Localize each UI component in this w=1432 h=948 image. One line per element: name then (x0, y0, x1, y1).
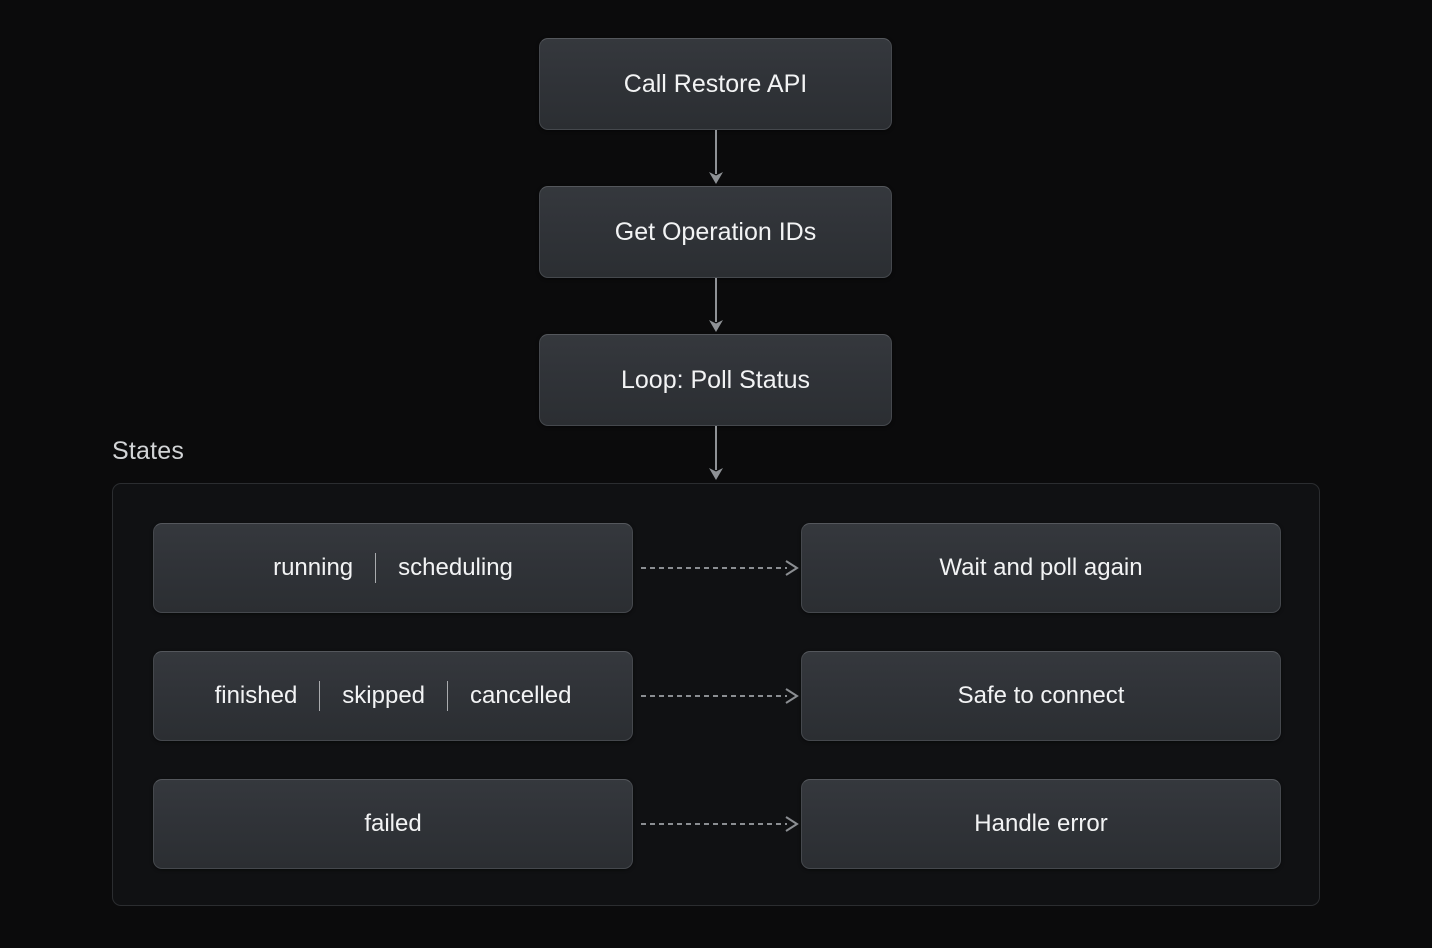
action-box-label: Handle error (974, 810, 1108, 837)
action-box-wait-and-poll-again[interactable]: Wait and poll again (801, 523, 1281, 613)
states-section-title: States (112, 437, 185, 465)
state-token: skipped (342, 682, 426, 709)
dashed-arrow-right-icon (641, 685, 801, 707)
state-separator-icon (319, 681, 321, 711)
state-token: cancelled (470, 682, 572, 709)
action-box-label: Wait and poll again (939, 554, 1143, 581)
state-row: finished skipped cancelled Safe to conne… (113, 651, 1319, 741)
action-box-handle-error[interactable]: Handle error (801, 779, 1281, 869)
flow-node-call-restore-api[interactable]: Call Restore API (539, 38, 892, 130)
flow-node-label: Loop: Poll Status (620, 365, 810, 394)
flow-node-get-operation-ids[interactable]: Get Operation IDs (539, 186, 892, 278)
flow-node-loop-poll-status[interactable]: Loop: Poll Status (539, 334, 892, 426)
state-token: failed (364, 810, 422, 837)
state-separator-icon (447, 681, 449, 711)
flow-node-label: Get Operation IDs (614, 217, 817, 246)
state-row: running scheduling Wait and poll again (113, 523, 1319, 613)
state-separator-icon (375, 553, 377, 583)
action-box-label: Safe to connect (957, 682, 1125, 709)
flow-node-label: Call Restore API (623, 69, 808, 98)
down-arrow-icon (697, 130, 735, 188)
state-token: scheduling (398, 554, 513, 581)
action-box-safe-to-connect[interactable]: Safe to connect (801, 651, 1281, 741)
state-row: failed Handle error (113, 779, 1319, 869)
state-token: finished (214, 682, 298, 709)
down-arrow-icon (697, 278, 735, 336)
state-token: running (273, 554, 354, 581)
state-box-failed[interactable]: failed (153, 779, 633, 869)
states-container: running scheduling Wait and poll again f… (112, 483, 1320, 906)
dashed-arrow-right-icon (641, 813, 801, 835)
dashed-arrow-right-icon (641, 557, 801, 579)
state-box-running-scheduling[interactable]: running scheduling (153, 523, 633, 613)
down-arrow-icon (697, 426, 735, 484)
state-box-finished-skipped-cancelled[interactable]: finished skipped cancelled (153, 651, 633, 741)
